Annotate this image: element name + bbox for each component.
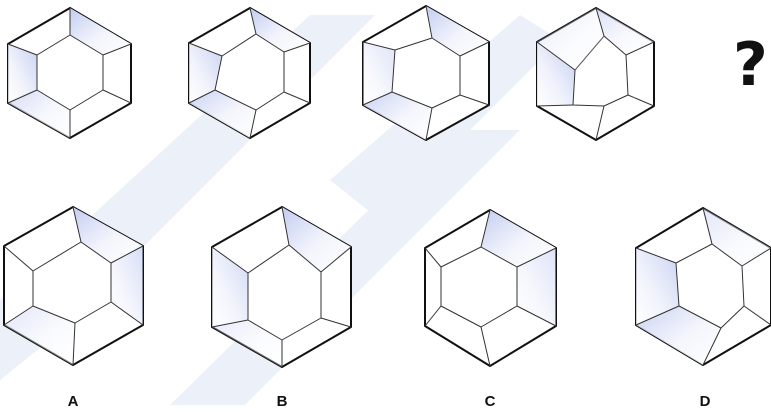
option-b-label[interactable]: B (276, 393, 288, 410)
option-a-label[interactable]: A (67, 393, 79, 410)
sequence-figure-2 (188, 7, 311, 139)
option-c-figure[interactable] (424, 209, 557, 367)
sequence-figure-1 (7, 7, 132, 139)
option-c-label[interactable]: C (484, 393, 496, 410)
sequence-figure-4 (536, 7, 655, 141)
option-a-figure[interactable] (3, 206, 144, 366)
option-d-label[interactable]: D (699, 393, 711, 410)
missing-figure-question-mark: ? (733, 30, 768, 100)
option-d-figure[interactable] (635, 207, 771, 366)
sequence-figure-3 (362, 5, 490, 141)
option-b-figure[interactable] (211, 206, 352, 368)
